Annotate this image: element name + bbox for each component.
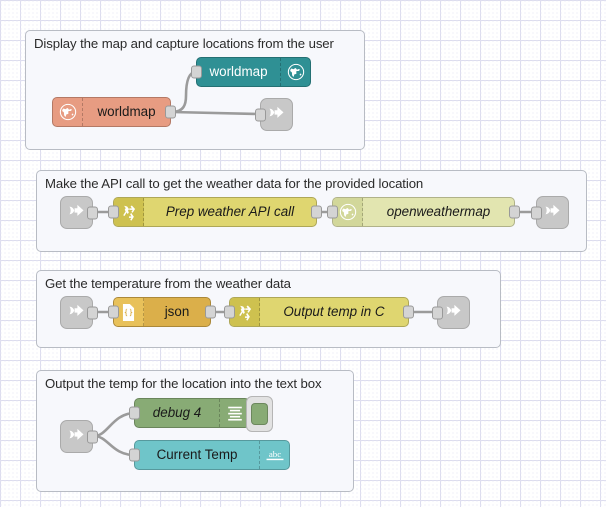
- link-in-icon: [66, 200, 87, 226]
- node-link-out-2[interactable]: [531, 196, 569, 229]
- link-in-icon: [66, 424, 87, 450]
- node-port-input[interactable]: [432, 306, 443, 319]
- group-label-get-temp: Get the temperature from the weather dat…: [45, 276, 291, 291]
- node-port-output[interactable]: [87, 430, 98, 443]
- node-label: debug 4: [152, 405, 202, 421]
- node-link-out-1[interactable]: [255, 98, 293, 131]
- json-braces-icon: [114, 298, 144, 326]
- node-port-input[interactable]: [129, 448, 140, 462]
- node-label: openweathermap: [386, 204, 491, 220]
- node-link-in-2[interactable]: [60, 196, 98, 229]
- group-label-display-map: Display the map and capture locations fr…: [34, 36, 334, 51]
- node-worldmap-in[interactable]: worldmap: [191, 57, 311, 87]
- node-port-input[interactable]: [531, 206, 542, 219]
- node-label: Current Temp: [156, 447, 238, 463]
- node-openweathermap[interactable]: openweathermap: [327, 197, 520, 227]
- node-port-output[interactable]: [87, 206, 98, 219]
- link-in-icon: [66, 300, 87, 326]
- globe-icon: [280, 58, 310, 86]
- node-link-out-3[interactable]: [432, 296, 470, 329]
- node-port-input[interactable]: [255, 108, 266, 121]
- node-port-input[interactable]: [108, 205, 119, 219]
- group-display-map[interactable]: Display the map and capture locations fr…: [25, 30, 365, 150]
- node-json[interactable]: json: [108, 297, 216, 327]
- node-port-output[interactable]: [205, 305, 216, 319]
- debug-enable-toggle[interactable]: [246, 396, 273, 432]
- link-out-icon: [542, 200, 563, 226]
- globe-icon: [53, 98, 83, 126]
- node-port-input[interactable]: [108, 305, 119, 319]
- debug-toggle-indicator: [251, 403, 268, 425]
- link-out-icon: [266, 102, 287, 128]
- group-label-output-temp: Output the temp for the location into th…: [45, 376, 322, 391]
- node-port-output[interactable]: [87, 306, 98, 319]
- node-prep-weather-api-call[interactable]: Prep weather API call: [108, 197, 322, 227]
- node-label: Output temp in C: [283, 304, 385, 320]
- node-output-temp-in-c[interactable]: Output temp in C: [224, 297, 414, 327]
- node-port-input[interactable]: [129, 406, 140, 420]
- node-port-output[interactable]: [403, 305, 414, 319]
- function-icon: [230, 298, 260, 326]
- node-current-temp[interactable]: Current Temp abc: [129, 440, 290, 470]
- link-out-icon: [443, 300, 464, 326]
- globe-icon: [333, 198, 363, 226]
- node-label: worldmap: [97, 104, 156, 120]
- node-port-output[interactable]: [165, 105, 176, 119]
- debug-lines-icon: [219, 399, 249, 427]
- node-port-input[interactable]: [191, 65, 202, 79]
- abc-icon: abc: [259, 441, 289, 469]
- node-debug-4[interactable]: debug 4: [129, 396, 273, 432]
- svg-text:abc: abc: [268, 449, 280, 459]
- node-port-input[interactable]: [224, 305, 235, 319]
- node-port-input[interactable]: [327, 205, 338, 219]
- node-label: Prep weather API call: [165, 204, 295, 220]
- node-link-in-3[interactable]: [60, 296, 98, 329]
- node-label: json: [164, 304, 190, 320]
- node-label: worldmap: [209, 64, 268, 80]
- group-label-api-call: Make the API call to get the weather dat…: [45, 176, 424, 191]
- node-port-output[interactable]: [509, 205, 520, 219]
- node-link-in-4[interactable]: [60, 420, 98, 453]
- node-port-output[interactable]: [311, 205, 322, 219]
- node-worldmap-out[interactable]: worldmap: [52, 97, 176, 127]
- function-icon: [114, 198, 144, 226]
